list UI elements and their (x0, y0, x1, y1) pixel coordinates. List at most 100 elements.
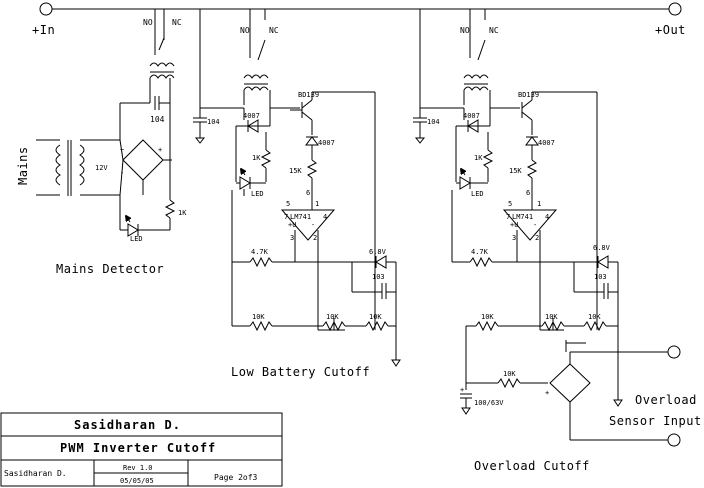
relay-2: NO NC (240, 26, 279, 108)
overload-1k: 1K (455, 126, 494, 182)
lowbat-10k-3-label: 10K (369, 313, 382, 321)
title-author: Sasidharan D. (74, 418, 181, 432)
overload-pin6: 6 (526, 189, 530, 197)
overload-ground (613, 399, 623, 407)
relay-1-nc: NC (172, 18, 182, 27)
overload-opamp-plus: +U (510, 221, 518, 229)
overload-zener: 6.8V (573, 244, 619, 400)
lowbat-zener-label: 6.8V (369, 248, 387, 256)
mains-detector-caption: Mains Detector (56, 262, 164, 276)
bridge-rectifier-2: + (545, 340, 668, 441)
overload-transistor-label: BD139 (518, 91, 539, 99)
bridge-2-plus: + (545, 389, 549, 397)
mains-led: LED (119, 195, 143, 243)
lowbat-15k-label: 15K (289, 167, 302, 175)
lowbat-transistor: BD139 (270, 91, 376, 330)
overload-cap: 104 (413, 110, 440, 144)
title-rev: Rev 1.0 (123, 464, 153, 472)
overload-electrolytic: + 100/63V (460, 386, 504, 415)
lowbat-transistor-label: BD139 (298, 91, 319, 99)
title-date: 05/05/05 (120, 477, 154, 485)
overload-103-cap: 103 (574, 273, 618, 299)
bridge-rectifier-1: ~ + - (119, 103, 172, 196)
input-terminal: +In (32, 2, 55, 37)
mains-resistor-label: 1K (178, 209, 187, 217)
lowbat-1k: 1K (235, 126, 272, 182)
overload-led: LED (456, 169, 488, 198)
lowbat-pin3: 3 (290, 234, 294, 242)
overload-15k: 15K (509, 159, 538, 197)
sensor-input-label: Sensor Input (609, 414, 702, 428)
overload-10k-2-label: 10K (545, 313, 558, 321)
sensor-terminals (667, 345, 681, 447)
input-terminal-label: +In (32, 23, 55, 37)
lowbat-feedback: 4.7K (231, 190, 375, 326)
lowbat-10k-2-label: 10K (326, 313, 339, 321)
lowbat-led: LED (236, 169, 266, 198)
overload-opamp: LM741 +U - 5 1 6 7 4 3 2 (502, 189, 558, 330)
bridge-1-plus: + (158, 146, 162, 154)
overload-pin4: 4 (545, 213, 549, 221)
lowbat-led-label: LED (251, 190, 264, 198)
relay-3-no: NO (460, 26, 470, 35)
lowbat-opamp-name: LM741 (290, 213, 311, 221)
overload-4k7-label: 4.7K (471, 248, 489, 256)
overload-pin2: 2 (535, 234, 539, 242)
overload-flyback-label: 4007 (463, 112, 480, 120)
overload-1k-label: 1K (474, 154, 483, 162)
relay-1-no: NO (143, 18, 153, 27)
lowbat-pin2: 2 (313, 234, 317, 242)
mains-cap-label: 104 (150, 115, 165, 124)
mains-label: Mains (16, 146, 30, 185)
title-page: Page 2of3 (214, 473, 258, 482)
overload-transistor: BD139 (490, 91, 598, 330)
overload-label: Overload (635, 393, 697, 407)
lowbat-10k-1-label: 10K (252, 313, 265, 321)
lowbat-zener: 6.8V (351, 248, 397, 360)
overload-cap-100-label: 100/63V (474, 399, 504, 407)
overload-10k-1-label: 10K (481, 313, 494, 321)
low-battery-caption: Low Battery Cutoff (231, 365, 370, 379)
overload-flyback-diode: 4007 (456, 108, 491, 133)
overload-divider: 10K 10K 10K (465, 313, 618, 390)
transformer-voltage: 12V (95, 164, 108, 172)
overload-sense-resistor: 10K (466, 370, 548, 389)
output-terminal-label: +Out (655, 23, 686, 37)
overload-base-diode-label: 4007 (538, 139, 555, 147)
relay-1: NO NC (143, 18, 182, 100)
lowbat-15k: 15K (289, 159, 318, 197)
relay-3-nc: NC (489, 26, 499, 35)
mains-led-label: LED (130, 235, 143, 243)
overload-cap103-label: 103 (594, 273, 607, 281)
overload-zener-label: 6.8V (593, 244, 611, 252)
mains-transformer: Mains 12V (16, 139, 120, 196)
lowbat-1k-label: 1K (252, 154, 261, 162)
overload-base-diode: 4007 (525, 136, 555, 160)
overload-pin3: 3 (512, 234, 516, 242)
lowbat-opamp: LM741 +U - 5 1 6 7 4 3 2 (280, 189, 336, 330)
mains-cap: 104 (120, 96, 170, 124)
electrolytic-plus: + (460, 386, 464, 394)
title-name: PWM Inverter Cutoff (60, 441, 216, 455)
overload-feedback: 4.7K (451, 190, 597, 268)
overload-10k-4-label: 10K (503, 370, 516, 378)
lowbat-opamp-plus: +U (288, 221, 296, 229)
title-block: Sasidharan D. PWM Inverter Cutoff Sasidh… (0, 412, 283, 487)
overload-15k-label: 15K (509, 167, 522, 175)
overload-led-label: LED (471, 190, 484, 198)
mains-resistor: 1K (143, 100, 187, 231)
lowbat-divider: 10K 10K 10K (232, 313, 396, 332)
lowbat-pin4: 4 (323, 213, 327, 221)
lowbat-cap103-label: 103 (372, 273, 385, 281)
relay-3: NO NC (460, 26, 499, 108)
overload-cap-label: 104 (427, 118, 440, 126)
lowbat-cap: 104 (193, 110, 220, 144)
top-rail (52, 8, 156, 55)
lowbat-base-diode-label: 4007 (318, 139, 335, 147)
lowbat-4k7-label: 4.7K (251, 248, 269, 256)
lowbat-ground (391, 359, 401, 367)
lowbat-opamp-minus: - (311, 221, 315, 229)
lowbat-pin7: 7 (284, 213, 288, 221)
lowbat-pin5: 5 (286, 200, 290, 208)
